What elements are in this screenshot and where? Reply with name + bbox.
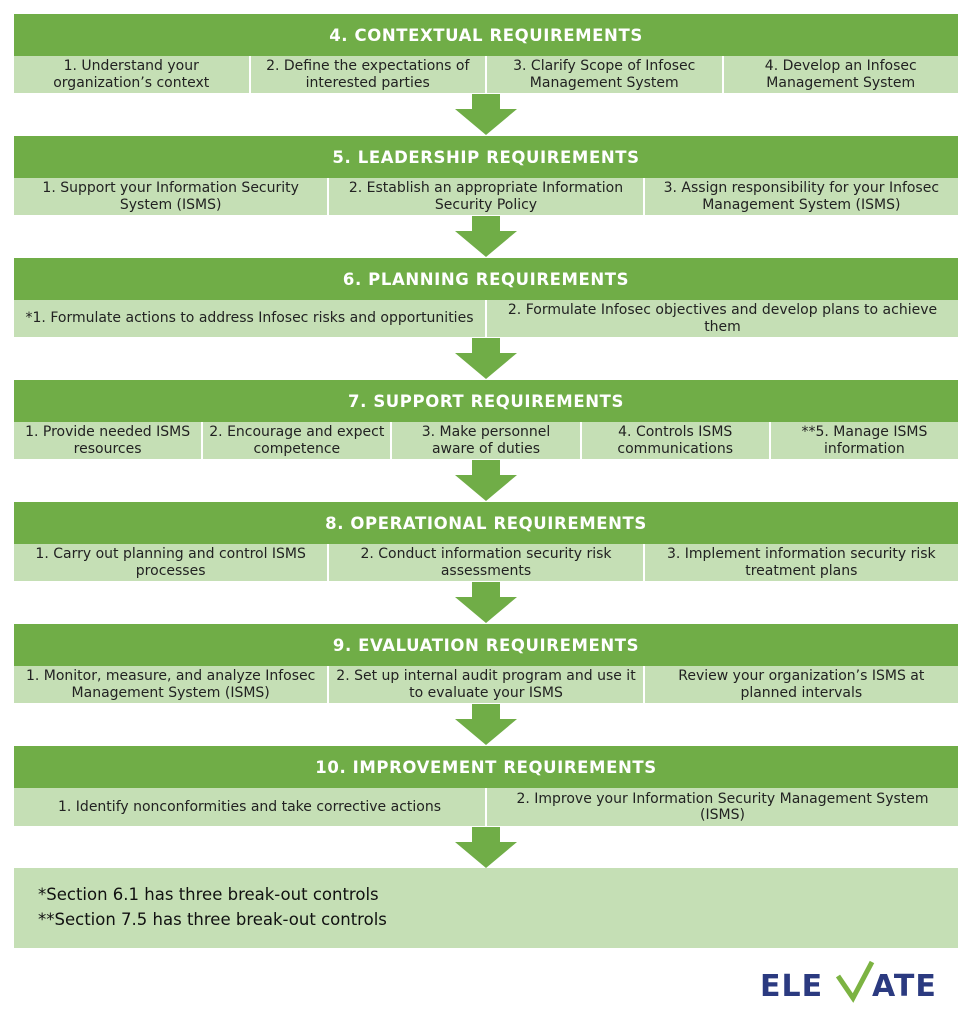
requirements-row: 1. Identify nonconformities and take cor… [14, 788, 958, 826]
requirement-item: 2. Encourage and expect competence [203, 422, 393, 459]
down-arrow-icon [455, 460, 517, 501]
down-arrow-icon [455, 216, 517, 257]
requirements-row: *1. Formulate actions to address Infosec… [14, 300, 958, 337]
requirement-item: 1. Identify nonconformities and take cor… [14, 788, 487, 826]
requirement-item: **5. Manage ISMS information [770, 422, 959, 459]
footnotes-box: *Section 6.1 has three break-out control… [14, 868, 958, 948]
section-title: 5. LEADERSHIP REQUIREMENTS [14, 136, 958, 178]
requirements-row: 1. Carry out planning and control ISMS p… [14, 544, 958, 581]
requirements-row: 1. Support your Information Security Sys… [14, 178, 958, 215]
requirement-item: 2. Define the expectations of interested… [250, 56, 487, 93]
requirement-item: 3. Clarify Scope of Infosec Management S… [487, 56, 724, 93]
requirement-item: 2. Establish an appropriate Information … [329, 178, 645, 215]
requirement-item: *1. Formulate actions to address Infosec… [14, 300, 487, 337]
requirement-item: 3. Assign responsibility for your Infose… [644, 178, 958, 215]
requirements-row: 1. Understand your organization’s contex… [14, 56, 958, 93]
svg-text:ELE: ELE [760, 969, 823, 1004]
footnote: *Section 6.1 has three break-out control… [38, 885, 379, 904]
requirement-item: 4. Develop an Infosec Management System [723, 56, 958, 93]
requirement-item: 2. Improve your Information Security Man… [487, 788, 958, 826]
down-arrow-icon [455, 338, 517, 379]
requirement-item: 2. Set up internal audit program and use… [329, 666, 645, 703]
svg-text:ATE: ATE [872, 969, 937, 1004]
section-leadership: 5. LEADERSHIP REQUIREMENTS 1. Support yo… [14, 136, 958, 215]
down-arrow-icon [455, 827, 517, 868]
section-planning: 6. PLANNING REQUIREMENTS *1. Formulate a… [14, 258, 958, 337]
requirement-item: 3. Make personnel aware of duties [392, 422, 582, 459]
requirements-row: 1. Monitor, measure, and analyze Infosec… [14, 666, 958, 703]
down-arrow-icon [455, 94, 517, 135]
elevate-logo: ELE ATE [760, 960, 937, 1004]
section-title: 6. PLANNING REQUIREMENTS [14, 258, 958, 300]
down-arrow-icon [455, 704, 517, 745]
section-evaluation: 9. EVALUATION REQUIREMENTS 1. Monitor, m… [14, 624, 958, 703]
section-title: 8. OPERATIONAL REQUIREMENTS [14, 502, 958, 544]
requirement-item: 1. Provide needed ISMS resources [14, 422, 204, 459]
section-title: 10. IMPROVEMENT REQUIREMENTS [14, 746, 958, 788]
down-arrow-icon [455, 582, 517, 623]
section-title: 9. EVALUATION REQUIREMENTS [14, 624, 958, 666]
requirements-row: 1. Provide needed ISMS resources 2. Enco… [14, 422, 959, 459]
footnote: **Section 7.5 has three break-out contro… [38, 910, 387, 929]
requirement-item: 2. Formulate Infosec objectives and deve… [487, 300, 958, 337]
requirement-item: 3. Implement information security risk t… [644, 544, 958, 581]
requirement-item: 1. Carry out planning and control ISMS p… [14, 544, 330, 581]
section-title: 7. SUPPORT REQUIREMENTS [14, 380, 958, 422]
requirement-item: 4. Controls ISMS communications [581, 422, 771, 459]
requirement-item: Review your organization’s ISMS at plann… [644, 666, 958, 703]
section-title: 4. CONTEXTUAL REQUIREMENTS [14, 14, 958, 56]
requirement-item: 1. Monitor, measure, and analyze Infosec… [14, 666, 330, 703]
requirement-item: 2. Conduct information security risk ass… [329, 544, 645, 581]
section-improvement: 10. IMPROVEMENT REQUIREMENTS 1. Identify… [14, 746, 958, 826]
section-operational: 8. OPERATIONAL REQUIREMENTS 1. Carry out… [14, 502, 958, 581]
section-contextual: 4. CONTEXTUAL REQUIREMENTS 1. Understand… [14, 14, 958, 93]
section-support: 7. SUPPORT REQUIREMENTS 1. Provide neede… [14, 380, 959, 459]
requirement-item: 1. Understand your organization’s contex… [14, 56, 251, 93]
requirement-item: 1. Support your Information Security Sys… [14, 178, 330, 215]
